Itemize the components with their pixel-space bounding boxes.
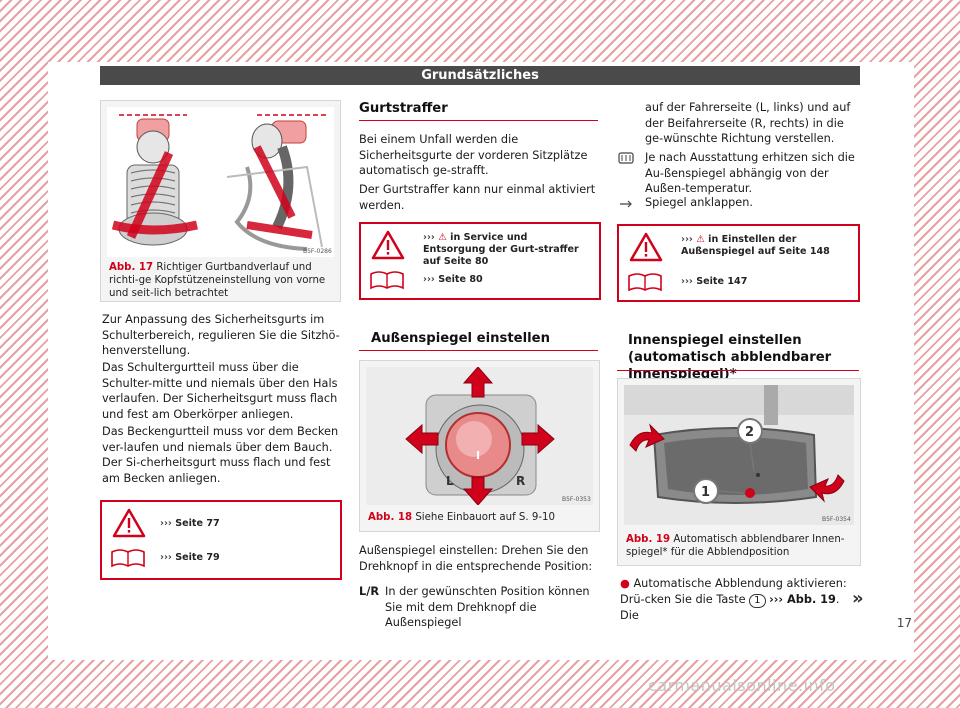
section-title-innenspiegel: Innenspiegel einstellen (automatisch abb… bbox=[628, 333, 832, 382]
figure-code: B5F-0353 bbox=[562, 496, 591, 503]
bullet-dot: ● bbox=[620, 577, 630, 590]
title-underline bbox=[617, 370, 859, 371]
manual-book-icon bbox=[111, 549, 145, 568]
figure-caption: Abb. 18 Siehe Einbauort auf S. 9-10 bbox=[368, 511, 594, 524]
figure-caption-text: Siehe Einbauort auf S. 9-10 bbox=[415, 512, 555, 523]
warning-box-middle: ››› ⚠ in Service und Entsorgung der Gurt… bbox=[359, 222, 601, 300]
manual-book-icon bbox=[370, 271, 404, 290]
continue-marker: » bbox=[852, 588, 864, 609]
bullet-paragraph: ● Automatische Abblendung aktivieren: Dr… bbox=[620, 577, 847, 622]
callout-2: 2 bbox=[745, 425, 754, 440]
knob-label-i: I bbox=[476, 449, 480, 462]
warning-ref-2[interactable]: ››› Seite 147 bbox=[681, 276, 748, 287]
section-title-gurtstraffer: Gurtstraffer bbox=[359, 101, 448, 116]
warning-ref-1[interactable]: ››› Seite 77 bbox=[160, 518, 220, 529]
figure-caption-text: Richtiger Gurtbandverlauf und richti-ge … bbox=[109, 262, 326, 299]
knob-label-l: L bbox=[446, 474, 454, 488]
bullet-text: Automatische Abblendung aktivieren: Drü-… bbox=[620, 577, 847, 606]
left-para-3: Das Beckengurtteil muss vor dem Becken v… bbox=[102, 425, 339, 485]
figure-19: 2 1 B5F-0354 Abb. 19 Automatisch abblend… bbox=[617, 378, 861, 566]
figure-reference-link[interactable]: ››› Abb. 19 bbox=[769, 592, 836, 606]
section-title-aussenspiegel: Außenspiegel einstellen bbox=[371, 331, 550, 346]
knob-label-r: R bbox=[516, 474, 525, 488]
right-para-2: Je nach Ausstattung erhitzen sich die Au… bbox=[645, 151, 855, 195]
warning-triangle-icon bbox=[112, 508, 146, 538]
left-para-2: Das Schultergurtteil muss über die Schul… bbox=[102, 361, 338, 421]
figure-number: Abb. 18 bbox=[368, 512, 413, 523]
figure-17: B5F-0286 Abb. 17 Richtiger Gurtbandverla… bbox=[100, 100, 341, 302]
lr-label: L/R bbox=[359, 585, 380, 598]
figure-18: L R I B5F-0353 Abb. 18 Siehe Einbauort a… bbox=[359, 360, 600, 532]
figure-code: B5F-0286 bbox=[303, 248, 332, 255]
figure-number: Abb. 17 bbox=[109, 262, 154, 273]
warning-triangle-icon bbox=[629, 232, 663, 262]
seatbelt-illustration: B5F-0286 bbox=[107, 107, 334, 257]
middle-para-2: Der Gurtstraffer kann nur einmal aktivie… bbox=[359, 183, 596, 212]
middle-para-1: Bei einem Unfall werden die Sicherheitsg… bbox=[359, 133, 588, 177]
left-para-1: Zur Anpassung des Sicherheitsgurts im Sc… bbox=[102, 313, 340, 357]
page-header: Grundsätzliches bbox=[100, 66, 860, 85]
fold-mirror-icon bbox=[620, 200, 632, 208]
warning-ref-2[interactable]: ››› Seite 79 bbox=[160, 552, 220, 563]
figure-caption: Abb. 17 Richtiger Gurtbandverlauf und ri… bbox=[109, 261, 335, 300]
key-badge: 1 bbox=[749, 593, 766, 608]
callout-1: 1 bbox=[701, 485, 710, 500]
heated-mirror-icon bbox=[618, 152, 634, 164]
figure-caption: Abb. 19 Automatisch abblendbarer Innen-s… bbox=[626, 533, 854, 559]
figure-number: Abb. 19 bbox=[626, 534, 671, 545]
warning-ref-1[interactable]: ››› ⚠ in Einstellen der Außenspiegel auf… bbox=[681, 234, 830, 257]
page-number: 17 bbox=[896, 616, 912, 630]
warning-box-left: ››› Seite 77 ››› Seite 79 bbox=[100, 500, 342, 580]
lr-text: In der gewünschten Position können Sie m… bbox=[385, 585, 590, 629]
watermark: carmanualsonline.info bbox=[648, 676, 836, 695]
right-para-3: Spiegel anklappen. bbox=[645, 196, 754, 209]
title-underline bbox=[359, 120, 598, 121]
warning-box-right: ››› ⚠ in Einstellen der Außenspiegel auf… bbox=[617, 224, 860, 302]
figure-caption-text: Automatisch abblendbarer Innen-spiegel* … bbox=[626, 534, 845, 558]
mirror-knob-illustration: L R I B5F-0353 bbox=[366, 367, 593, 505]
warning-triangle-icon bbox=[371, 230, 405, 260]
figure-code: B5F-0354 bbox=[822, 516, 851, 523]
interior-mirror-illustration: 2 1 B5F-0354 bbox=[624, 385, 854, 525]
right-para-1: auf der Fahrerseite (L, links) und auf d… bbox=[645, 101, 851, 145]
warning-ref-1[interactable]: ››› ⚠ in Service und Entsorgung der Gurt… bbox=[423, 232, 579, 267]
manual-book-icon bbox=[628, 273, 662, 292]
title-underline bbox=[359, 350, 598, 351]
middle-para-3: Außenspiegel einstellen: Drehen Sie den … bbox=[359, 544, 593, 573]
warning-ref-2[interactable]: ››› Seite 80 bbox=[423, 274, 483, 285]
